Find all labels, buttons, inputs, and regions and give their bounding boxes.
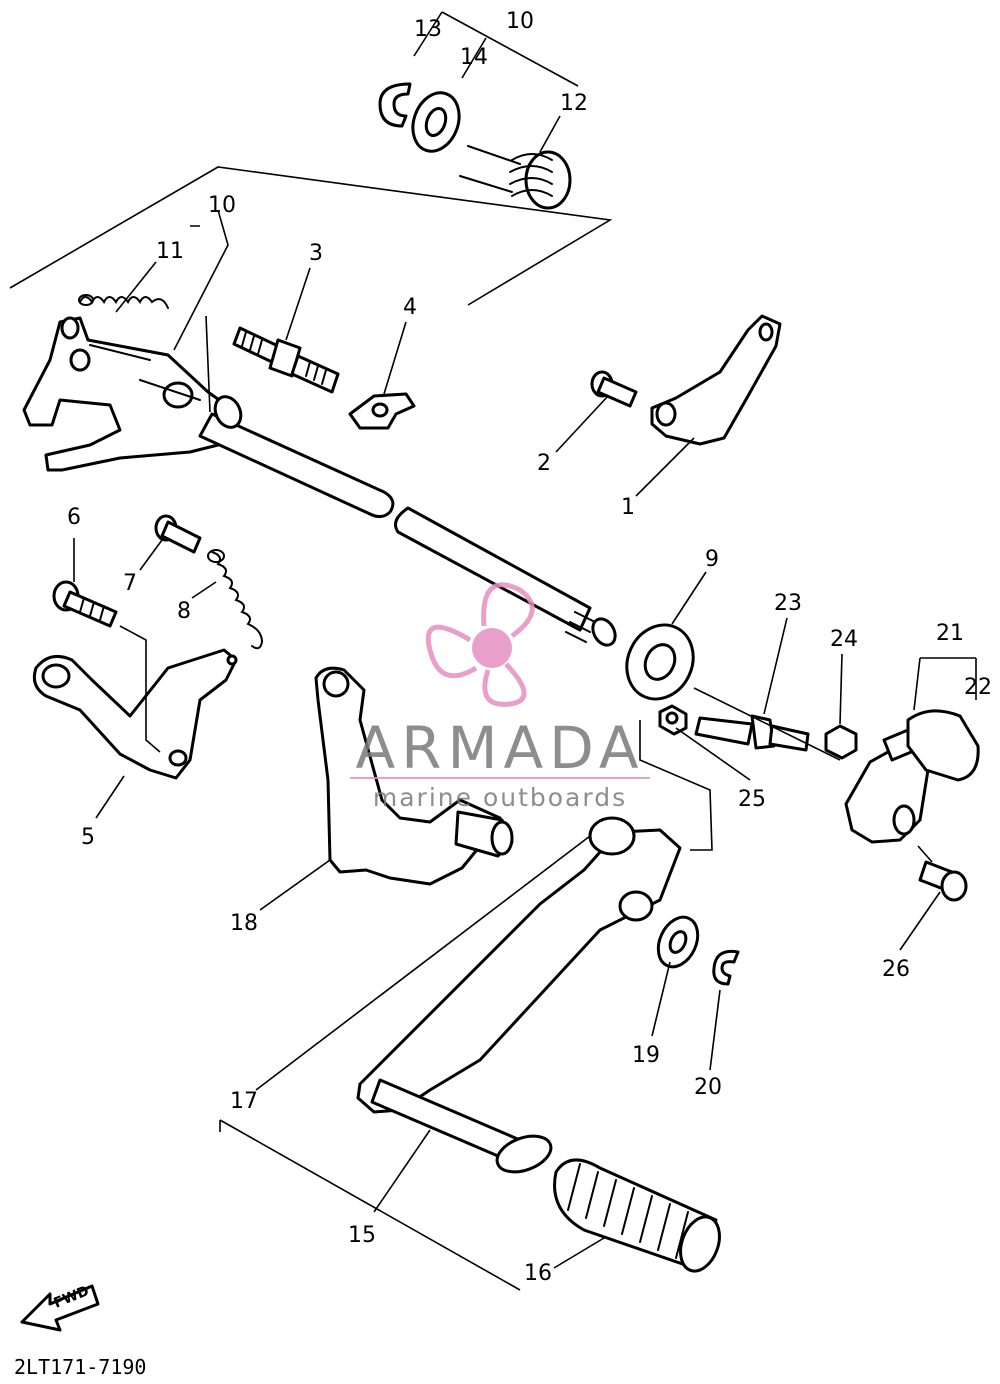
watermark-title: ARMADA <box>355 714 644 782</box>
spring-part-11 <box>78 294 169 309</box>
clip-part-20 <box>712 949 740 986</box>
callout-4: 4 <box>403 295 417 320</box>
callout-3: 3 <box>309 241 323 266</box>
forward-arrow-icon: FWD <box>20 1283 100 1332</box>
callout-1: 1 <box>621 495 635 520</box>
stud-bolt-part-3 <box>232 326 340 394</box>
plate-part-4 <box>348 392 416 430</box>
inset-box-outline <box>9 166 613 306</box>
callout-16: 16 <box>524 1261 552 1286</box>
callout-10-left: 10 <box>208 193 236 218</box>
spring-part-8 <box>207 549 264 650</box>
joint-part-22 <box>906 709 980 782</box>
callout-9: 9 <box>705 547 719 572</box>
clip-part-13 <box>378 82 412 128</box>
leader-lines <box>73 11 977 1291</box>
callout-18: 18 <box>230 911 258 936</box>
callout-19: 19 <box>632 1043 660 1068</box>
shift-shaft <box>198 395 617 647</box>
propeller-logo-icon <box>472 628 512 668</box>
footrest-rubber-part-16 <box>553 1158 721 1273</box>
callout-15: 15 <box>348 1223 376 1248</box>
callout-20: 20 <box>694 1075 722 1100</box>
bolt-part-6 <box>52 580 118 628</box>
callout-7: 7 <box>123 571 137 596</box>
watermark-subtitle: marine outboards <box>373 783 627 812</box>
bolt-part-26 <box>918 860 968 902</box>
propeller-blade-icon <box>482 662 527 707</box>
nut-part-24 <box>824 724 858 760</box>
lever-part-5 <box>32 648 238 780</box>
bolt-part-7 <box>154 514 202 554</box>
callout-26: 26 <box>882 957 910 982</box>
pedal-part-15 <box>356 816 682 1174</box>
callout-labels: 1 2 3 4 5 6 7 8 9 10 10 11 12 13 14 15 1… <box>67 9 992 1286</box>
armada-watermark: ARMADA marine outboards <box>350 582 650 812</box>
bracket-part-18 <box>314 666 514 886</box>
callout-2: 2 <box>537 451 551 476</box>
arm-part-1 <box>650 314 782 446</box>
callout-25: 25 <box>738 787 766 812</box>
nut-part-25 <box>658 704 688 736</box>
washer-part-14 <box>411 91 461 153</box>
callout-13: 13 <box>414 17 442 42</box>
bolt-part-2 <box>590 370 638 408</box>
callout-12: 12 <box>560 91 588 116</box>
callout-22: 22 <box>964 675 992 700</box>
callout-5: 5 <box>81 825 95 850</box>
diagram-code: 2LT171-7190 <box>14 1355 146 1379</box>
seal-part-9 <box>625 623 695 701</box>
callout-8: 8 <box>177 599 191 624</box>
spring-part-12 <box>459 145 572 210</box>
callout-21: 21 <box>936 621 964 646</box>
rod-part-23 <box>694 714 810 752</box>
callout-24: 24 <box>830 627 858 652</box>
callout-14: 14 <box>460 45 488 70</box>
shift-arm-assembly-part-10 <box>22 316 224 472</box>
propeller-blade-icon <box>426 624 478 679</box>
washer-part-19 <box>656 915 700 969</box>
callout-23: 23 <box>774 591 802 616</box>
propeller-blade-icon <box>481 582 535 639</box>
callout-17: 17 <box>230 1089 258 1114</box>
callout-11: 11 <box>156 239 184 264</box>
callout-6: 6 <box>67 505 81 530</box>
callout-10-top: 10 <box>506 9 534 34</box>
